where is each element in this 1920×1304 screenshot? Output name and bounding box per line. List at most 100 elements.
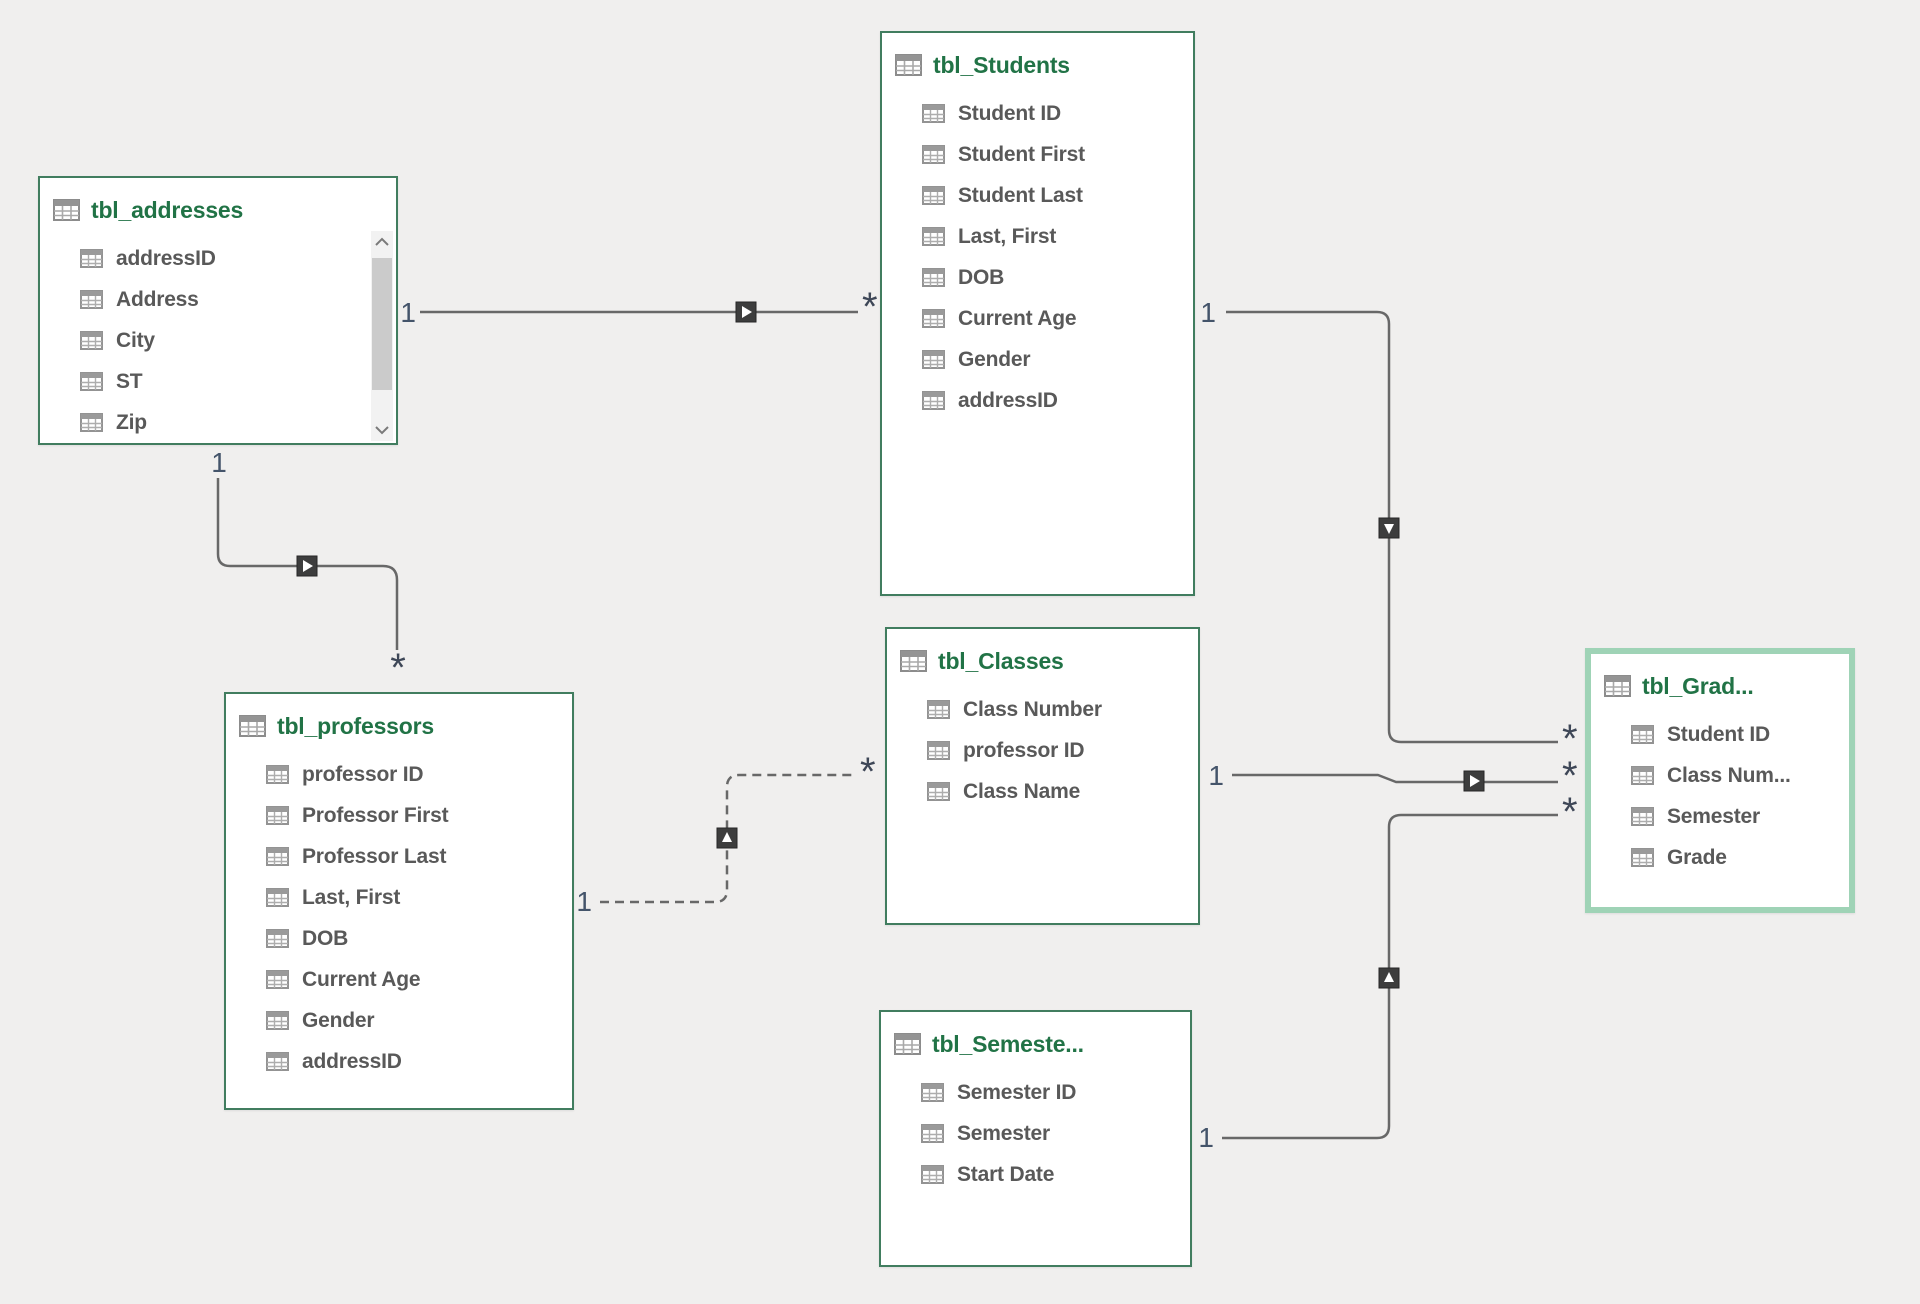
relationship-arrow-right-icon[interactable] xyxy=(1463,770,1485,792)
field-table-icon xyxy=(922,268,945,287)
field-row-class-num[interactable]: Class Num... xyxy=(1631,755,1849,796)
field-label: Student Last xyxy=(958,183,1083,207)
field-row-professor-last[interactable]: Professor Last xyxy=(266,836,572,877)
field-label: Professor Last xyxy=(302,844,447,868)
scrollbar[interactable] xyxy=(371,231,393,441)
field-row-professor-id[interactable]: professor ID xyxy=(927,730,1198,771)
relationship-arrow-up-icon[interactable] xyxy=(1378,967,1400,989)
field-table-icon xyxy=(922,391,945,410)
table-icon xyxy=(895,54,922,76)
field-row-gender[interactable]: Gender xyxy=(922,339,1193,380)
field-table-icon xyxy=(921,1083,944,1102)
table-icon xyxy=(894,1033,921,1055)
field-row-addressid[interactable]: addressID xyxy=(922,380,1193,421)
scrollbar-thumb[interactable] xyxy=(372,258,392,390)
table-header[interactable]: tbl_Classes xyxy=(887,629,1198,679)
field-table-icon xyxy=(80,372,103,391)
field-label: Start Date xyxy=(957,1162,1055,1186)
table-title: tbl_professors xyxy=(277,712,434,739)
field-row-student-first[interactable]: Student First xyxy=(922,134,1193,175)
field-row-city[interactable]: City xyxy=(80,320,396,361)
field-label: professor ID xyxy=(302,762,424,786)
relationship-line-classes-grades[interactable] xyxy=(1232,773,1558,784)
field-row-professor-id[interactable]: professor ID xyxy=(266,754,572,795)
field-table-icon xyxy=(266,806,289,825)
field-row-current-age[interactable]: Current Age xyxy=(266,959,572,1000)
table-icon xyxy=(53,199,80,221)
table-tbl-professors[interactable]: tbl_professors professor ID Professor Fir… xyxy=(224,692,574,1110)
scroll-down-icon[interactable] xyxy=(371,419,393,441)
scroll-up-icon[interactable] xyxy=(371,231,393,253)
field-row-st[interactable]: ST xyxy=(80,361,396,402)
field-label: addressID xyxy=(302,1049,402,1073)
table-icon xyxy=(900,650,927,672)
field-row-semester-id[interactable]: Semester ID xyxy=(921,1072,1190,1113)
relationship-arrow-right-icon[interactable] xyxy=(735,301,757,323)
field-row-grade[interactable]: Grade xyxy=(1631,837,1849,878)
field-row-gender[interactable]: Gender xyxy=(266,1000,572,1041)
field-table-icon xyxy=(927,700,950,719)
field-table-icon xyxy=(80,290,103,309)
field-row-professor-first[interactable]: Professor First xyxy=(266,795,572,836)
table-header[interactable]: tbl_Semeste... xyxy=(881,1012,1190,1062)
field-row-addressid[interactable]: addressID xyxy=(80,238,396,279)
field-table-icon xyxy=(266,970,289,989)
field-row-dob[interactable]: DOB xyxy=(266,918,572,959)
field-table-icon xyxy=(266,765,289,784)
field-table-icon xyxy=(927,741,950,760)
table-header[interactable]: tbl_addresses xyxy=(40,178,396,228)
field-label: Class Number xyxy=(963,697,1102,721)
relationship-arrow-up-icon[interactable] xyxy=(716,827,738,849)
field-label: Gender xyxy=(302,1008,375,1032)
field-row-student-id[interactable]: Student ID xyxy=(1631,714,1849,755)
cardinality-many-label: * xyxy=(862,285,878,329)
field-label: Gender xyxy=(958,347,1031,371)
field-label: DOB xyxy=(958,265,1005,289)
field-label: Professor First xyxy=(302,803,449,827)
field-row-addressid[interactable]: addressID xyxy=(266,1041,572,1082)
field-row-start-date[interactable]: Start Date xyxy=(921,1154,1190,1195)
field-row-student-id[interactable]: Student ID xyxy=(922,93,1193,134)
field-row-zip[interactable]: Zip xyxy=(80,402,396,443)
table-title: tbl_Classes xyxy=(938,647,1064,674)
field-label: Grade xyxy=(1667,845,1727,869)
table-header[interactable]: tbl_professors xyxy=(226,694,572,744)
field-row-student-last[interactable]: Student Last xyxy=(922,175,1193,216)
field-label: Student First xyxy=(958,142,1085,166)
field-label: Student ID xyxy=(958,101,1061,125)
field-label: addressID xyxy=(958,388,1058,412)
table-icon xyxy=(239,715,266,737)
field-row-current-age[interactable]: Current Age xyxy=(922,298,1193,339)
table-header[interactable]: tbl_Students xyxy=(882,33,1193,83)
table-header[interactable]: tbl_Grad... xyxy=(1591,654,1849,704)
field-row-dob[interactable]: DOB xyxy=(922,257,1193,298)
table-icon xyxy=(1604,675,1631,697)
cardinality-many-label: * xyxy=(1562,790,1578,834)
field-row-last-first[interactable]: Last, First xyxy=(266,877,572,918)
field-table-icon xyxy=(1631,766,1654,785)
field-table-icon xyxy=(266,888,289,907)
field-table-icon xyxy=(80,413,103,432)
field-label: Current Age xyxy=(958,306,1077,330)
field-row-last-first[interactable]: Last, First xyxy=(922,216,1193,257)
field-table-icon xyxy=(1631,807,1654,826)
field-row-class-name[interactable]: Class Name xyxy=(927,771,1198,812)
field-table-icon xyxy=(80,249,103,268)
field-table-icon xyxy=(80,331,103,350)
cardinality-many-label: * xyxy=(1562,754,1578,798)
field-row-semester[interactable]: Semester xyxy=(1631,796,1849,837)
relationship-arrow-down-icon[interactable] xyxy=(1378,517,1400,539)
relationship-arrow-right-icon[interactable] xyxy=(296,555,318,577)
field-row-semester[interactable]: Semester xyxy=(921,1113,1190,1154)
field-label: Last, First xyxy=(958,224,1057,248)
field-row-address[interactable]: Address xyxy=(80,279,396,320)
field-label: Current Age xyxy=(302,967,421,991)
field-table-icon xyxy=(922,145,945,164)
field-row-class-number[interactable]: Class Number xyxy=(927,689,1198,730)
